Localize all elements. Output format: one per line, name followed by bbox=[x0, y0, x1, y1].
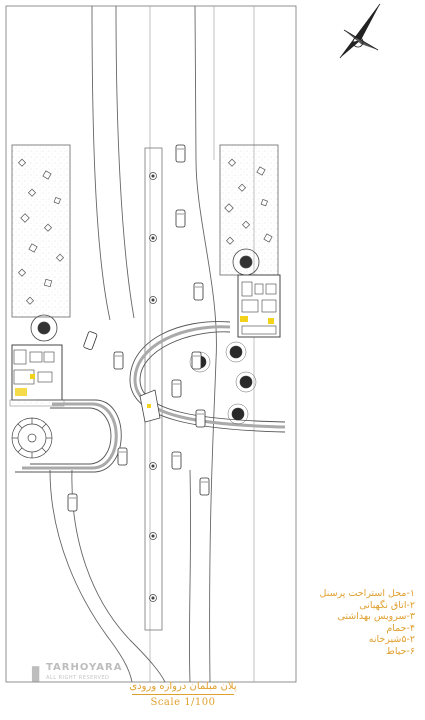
watermark-name: TARHOYARA bbox=[46, 662, 123, 673]
site-boundary bbox=[5, 5, 297, 683]
title-block: پلان مبلمان دروازه ورودی Scale 1/100 bbox=[0, 680, 425, 720]
legend-item: ۵-۲شیرخانه bbox=[368, 634, 415, 646]
cars bbox=[67, 144, 210, 512]
watermark: ▮ TARHOYARA ALL RIGHT RESERVED bbox=[30, 660, 140, 686]
median-lamps bbox=[149, 172, 157, 602]
tree-planter-left bbox=[30, 314, 58, 342]
legend-item: ۴-حمام bbox=[386, 622, 415, 634]
tarhoyara-logo-icon: ▮ bbox=[30, 660, 42, 684]
central-median bbox=[144, 147, 163, 631]
gate-arch-outer bbox=[15, 399, 122, 473]
plan-scale: Scale 1/100 bbox=[150, 697, 216, 708]
landscape-strip-left bbox=[11, 144, 71, 318]
room-legend: ۱-محل استراحت پرسنل ۲-اتاق نگهبانی ۳-سرو… bbox=[265, 588, 415, 658]
legend-item: ۶-حیاط bbox=[386, 645, 415, 657]
legend-item: ۲-اتاق نگهبانی bbox=[359, 599, 415, 611]
watermark-sub: ALL RIGHT RESERVED bbox=[46, 675, 110, 681]
road-east-edge bbox=[194, 5, 217, 683]
stones-right bbox=[224, 158, 273, 245]
plan-title: پلان مبلمان دروازه ورودی bbox=[129, 681, 237, 692]
spiral-stair bbox=[11, 417, 53, 459]
trees bbox=[193, 345, 253, 421]
title-underline bbox=[132, 694, 234, 695]
tree-planter-right bbox=[232, 248, 260, 276]
stones-left bbox=[17, 158, 65, 305]
legend-item: ۱-محل استراحت پرسنل bbox=[319, 588, 415, 599]
legend-item: ۳-سرویس بهداشتی bbox=[337, 611, 416, 623]
guardhouse-right bbox=[237, 274, 281, 338]
gate-arc-outer bbox=[129, 321, 286, 433]
road-left-edge bbox=[91, 5, 111, 321]
compass-north-arrow-icon bbox=[339, 3, 381, 59]
exit-road-left-edge bbox=[49, 469, 133, 683]
road-right-edge bbox=[115, 5, 135, 319]
exit-road-right-edge bbox=[71, 469, 166, 683]
landscape-strip-right bbox=[219, 144, 279, 276]
